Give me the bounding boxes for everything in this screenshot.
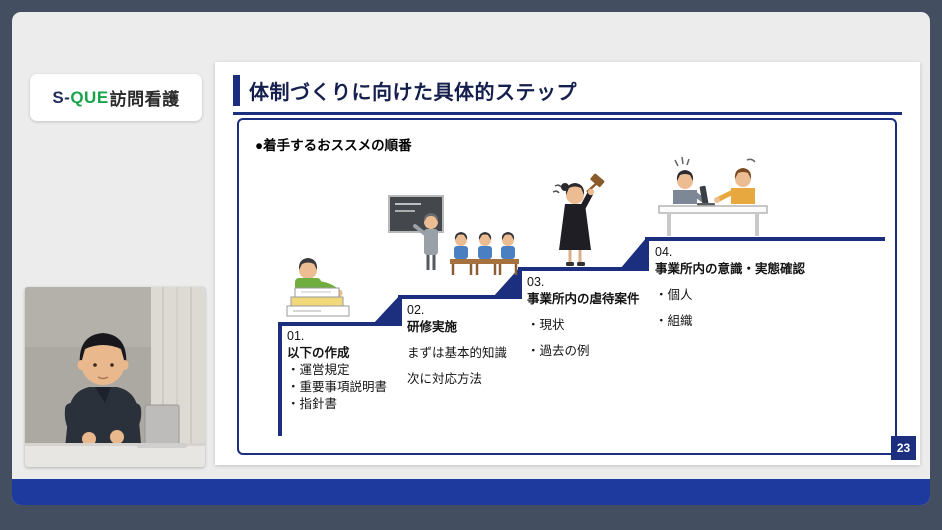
step-1-item: ・運営規定: [287, 363, 350, 377]
step-4-title: 事業所内の意識・実態確認: [655, 262, 806, 276]
step-1-item: ・重要事項説明書: [287, 380, 388, 394]
step-2-number: 02.: [407, 303, 425, 317]
speaker-with-gavel-icon: [552, 173, 605, 266]
step-3-number: 03.: [527, 275, 545, 289]
title-accent-bar: [233, 75, 240, 106]
training-classroom-icon: [388, 195, 519, 275]
step-1-item: ・指針書: [287, 397, 338, 411]
step-4-item: ・個人: [655, 288, 693, 302]
meeting-table-icon: [658, 156, 768, 236]
presenter-video: [25, 287, 205, 467]
title-underline: [233, 112, 902, 115]
logo-text-houmon-kango: 訪問看護: [109, 90, 180, 109]
logo-text-que: QUE: [70, 87, 109, 107]
step-4-item: ・組織: [655, 314, 693, 328]
step-2-item: 次に対応方法: [407, 372, 483, 386]
step-2-title: 研修実施: [407, 320, 458, 334]
step-2-block: 02. 研修実施 まずは基本的知識 次に対応方法: [407, 302, 523, 388]
step-2-item: まずは基本的知識: [407, 346, 508, 360]
section-label: ●着手するおススメの順番: [255, 138, 412, 153]
page-number-badge: 23: [891, 436, 916, 460]
step-3-item: ・過去の例: [527, 344, 590, 358]
step-1-title: 以下の作成: [287, 346, 350, 360]
presentation-slide: 体制づくりに向けた具体的ステップ ●着手するおススメの順番: [215, 62, 920, 465]
person-with-documents-icon: [286, 258, 350, 317]
slide-title: 体制づくりに向けた具体的ステップ: [249, 82, 577, 104]
presenter-webcam-illustration: [25, 287, 205, 467]
step-4-block: 04. 事業所内の意識・実態確認 ・個人 ・組織: [655, 244, 885, 330]
bottom-accent-bar: [12, 479, 930, 505]
step-3-title: 事業所内の虐待案件: [527, 292, 640, 306]
step-3-block: 03. 事業所内の虐待案件 ・現状 ・過去の例: [527, 274, 649, 360]
step-3-item: ・現状: [527, 318, 565, 332]
step-1-number: 01.: [287, 329, 305, 343]
step-4-number: 04.: [655, 245, 673, 259]
step-1-block: 01. 以下の作成 ・運営規定 ・重要事項説明書 ・指針書: [287, 328, 399, 413]
logo-text-s: S-: [52, 87, 71, 107]
